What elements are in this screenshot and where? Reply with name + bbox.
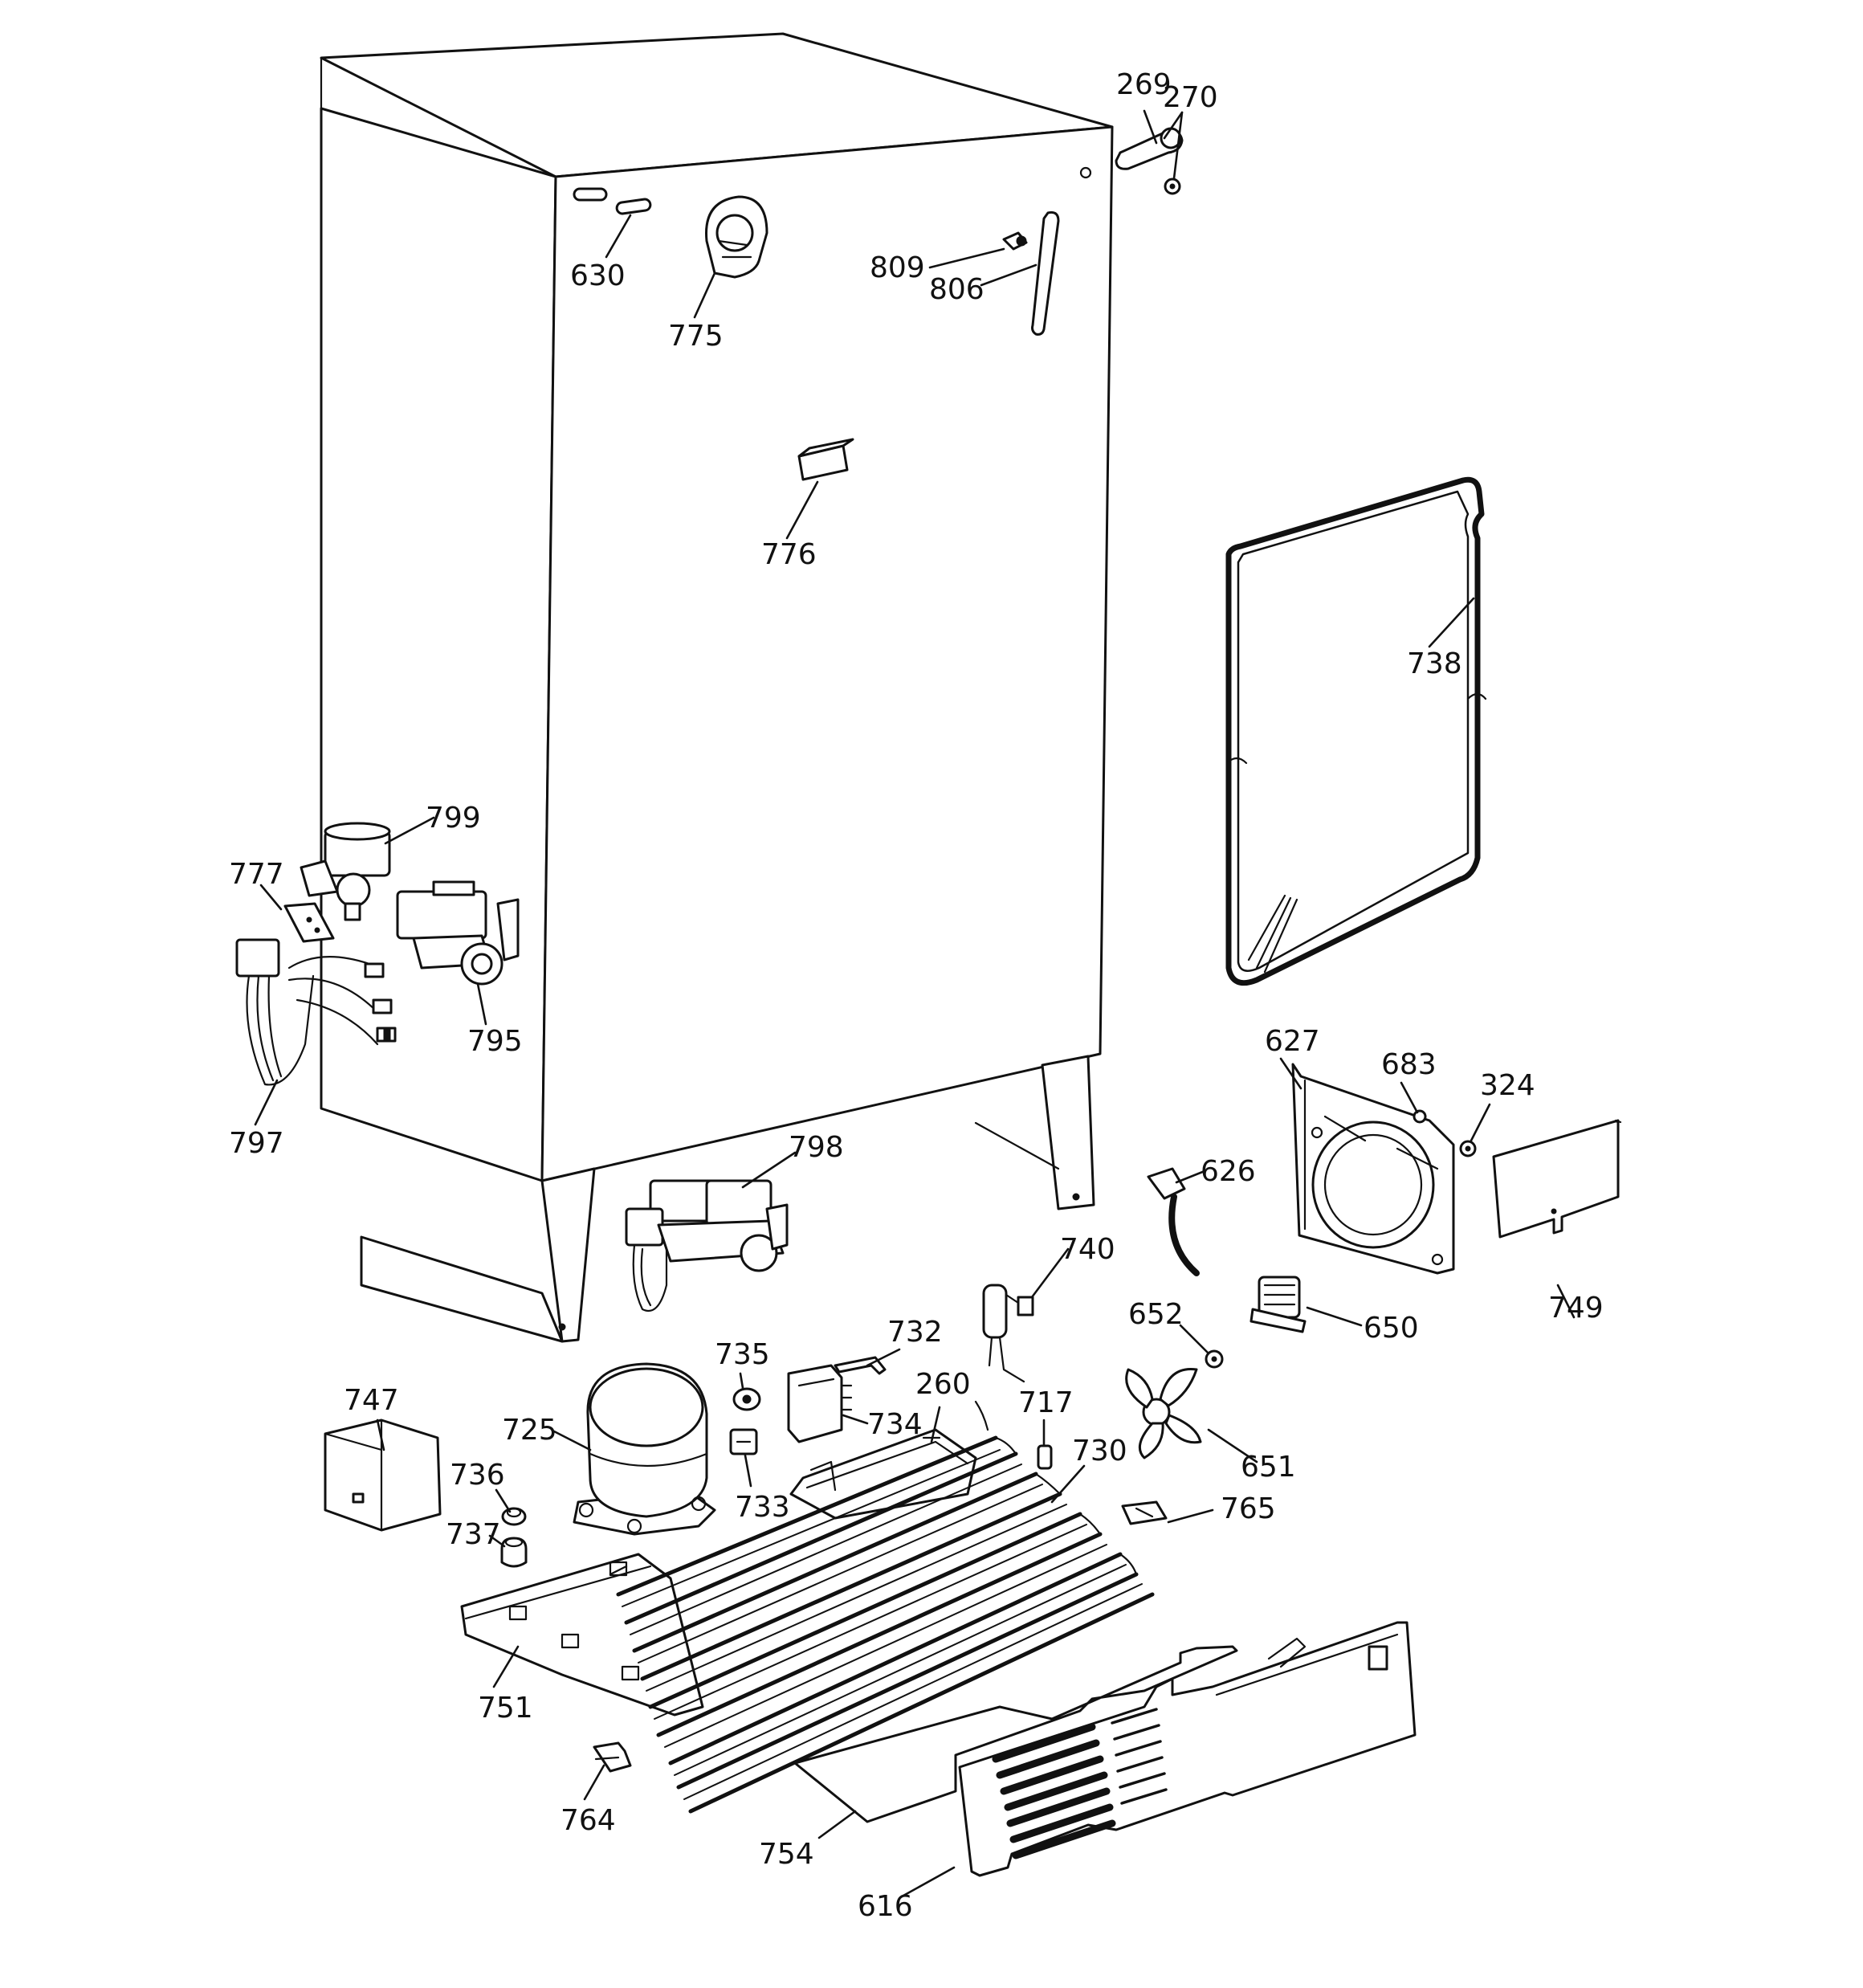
cabinet [320,32,1114,1343]
label-751: 751 [478,1692,533,1725]
label-764: 764 [561,1804,616,1837]
part-735-relay-plug [732,1387,761,1411]
label-270: 270 [1163,81,1218,114]
part-270-nut [1164,178,1181,195]
label-736: 736 [450,1459,505,1492]
label-717: 717 [1018,1386,1074,1419]
label-626: 626 [1201,1155,1256,1188]
part-764-clip [593,1741,632,1773]
part-740-defrost-terminator [982,1284,1034,1383]
part-732-clip [834,1356,887,1375]
label-806: 806 [929,273,984,306]
part-747-cover [324,1419,442,1532]
part-324-screw [1459,1140,1477,1157]
label-627: 627 [1265,1025,1320,1058]
label-809: 809 [870,251,925,284]
part-797-wire-harness [235,938,397,1086]
label-734: 734 [867,1408,923,1441]
label-260: 260 [915,1368,971,1401]
part-626-power-cord [1147,1167,1200,1276]
part-717-fuse [1037,1444,1053,1470]
part-734-overload-housing [787,1364,853,1443]
part-809-screw [1002,231,1028,251]
part-650-fan-motor [1249,1276,1307,1333]
label-730: 730 [1072,1435,1127,1468]
part-260-drain-pan [789,1428,977,1520]
label-738: 738 [1407,647,1462,680]
part-754-insulation-pad [793,1645,1238,1823]
label-798: 798 [789,1131,844,1164]
part-651-fan-blade [1125,1367,1202,1459]
label-797: 797 [229,1127,284,1160]
label-740: 740 [1060,1233,1115,1266]
label-737: 737 [446,1518,501,1551]
label-754: 754 [759,1838,814,1871]
label-777: 777 [229,858,284,891]
label-776: 776 [761,538,817,571]
label-733: 733 [735,1491,790,1524]
label-652: 652 [1128,1298,1184,1331]
part-775-damper-bracket [705,195,768,279]
leader-lines [254,109,1576,1897]
part-737-grommet [500,1537,528,1568]
part-765-clip [1121,1500,1168,1525]
label-616: 616 [858,1890,913,1923]
label-799: 799 [426,802,481,835]
part-652-nut [1205,1349,1224,1369]
label-732: 732 [887,1316,943,1349]
part-777-bracket [283,902,335,943]
part-730-condenser-coil [609,1400,1155,1814]
part-269-handle [1115,127,1184,170]
label-683: 683 [1381,1048,1437,1081]
part-749-cover-plate [1492,1119,1622,1239]
part-labels: 269 270 630 775 809 806 776 738 799 777 … [229,68,1604,1923]
label-630: 630 [570,259,626,292]
label-735: 735 [715,1338,770,1371]
part-795-water-valve [396,880,520,986]
label-650: 650 [1364,1312,1419,1345]
label-749: 749 [1548,1292,1604,1325]
label-725: 725 [502,1414,557,1447]
part-798-valve-assembly [625,1179,789,1312]
label-775: 775 [668,320,724,353]
label-324: 324 [1480,1069,1535,1102]
part-776-block [797,438,854,481]
label-795: 795 [467,1025,523,1058]
label-747: 747 [344,1384,399,1417]
part-630-plugs [573,187,652,215]
label-651: 651 [1241,1451,1296,1484]
part-725-compressor [573,1362,716,1536]
part-627-fan-bracket [1291,1063,1455,1275]
part-738-heater-loop [1225,476,1487,986]
label-765: 765 [1221,1492,1276,1525]
part-806-tube [1031,211,1060,336]
part-683-screw [1413,1109,1427,1124]
part-616-grille [958,1621,1417,1877]
label-269: 269 [1116,68,1172,101]
part-733-relay [729,1428,758,1455]
part-736-grommet [501,1507,527,1526]
part-751-base-pan [460,1553,704,1717]
part-799-water-valve [300,822,391,921]
